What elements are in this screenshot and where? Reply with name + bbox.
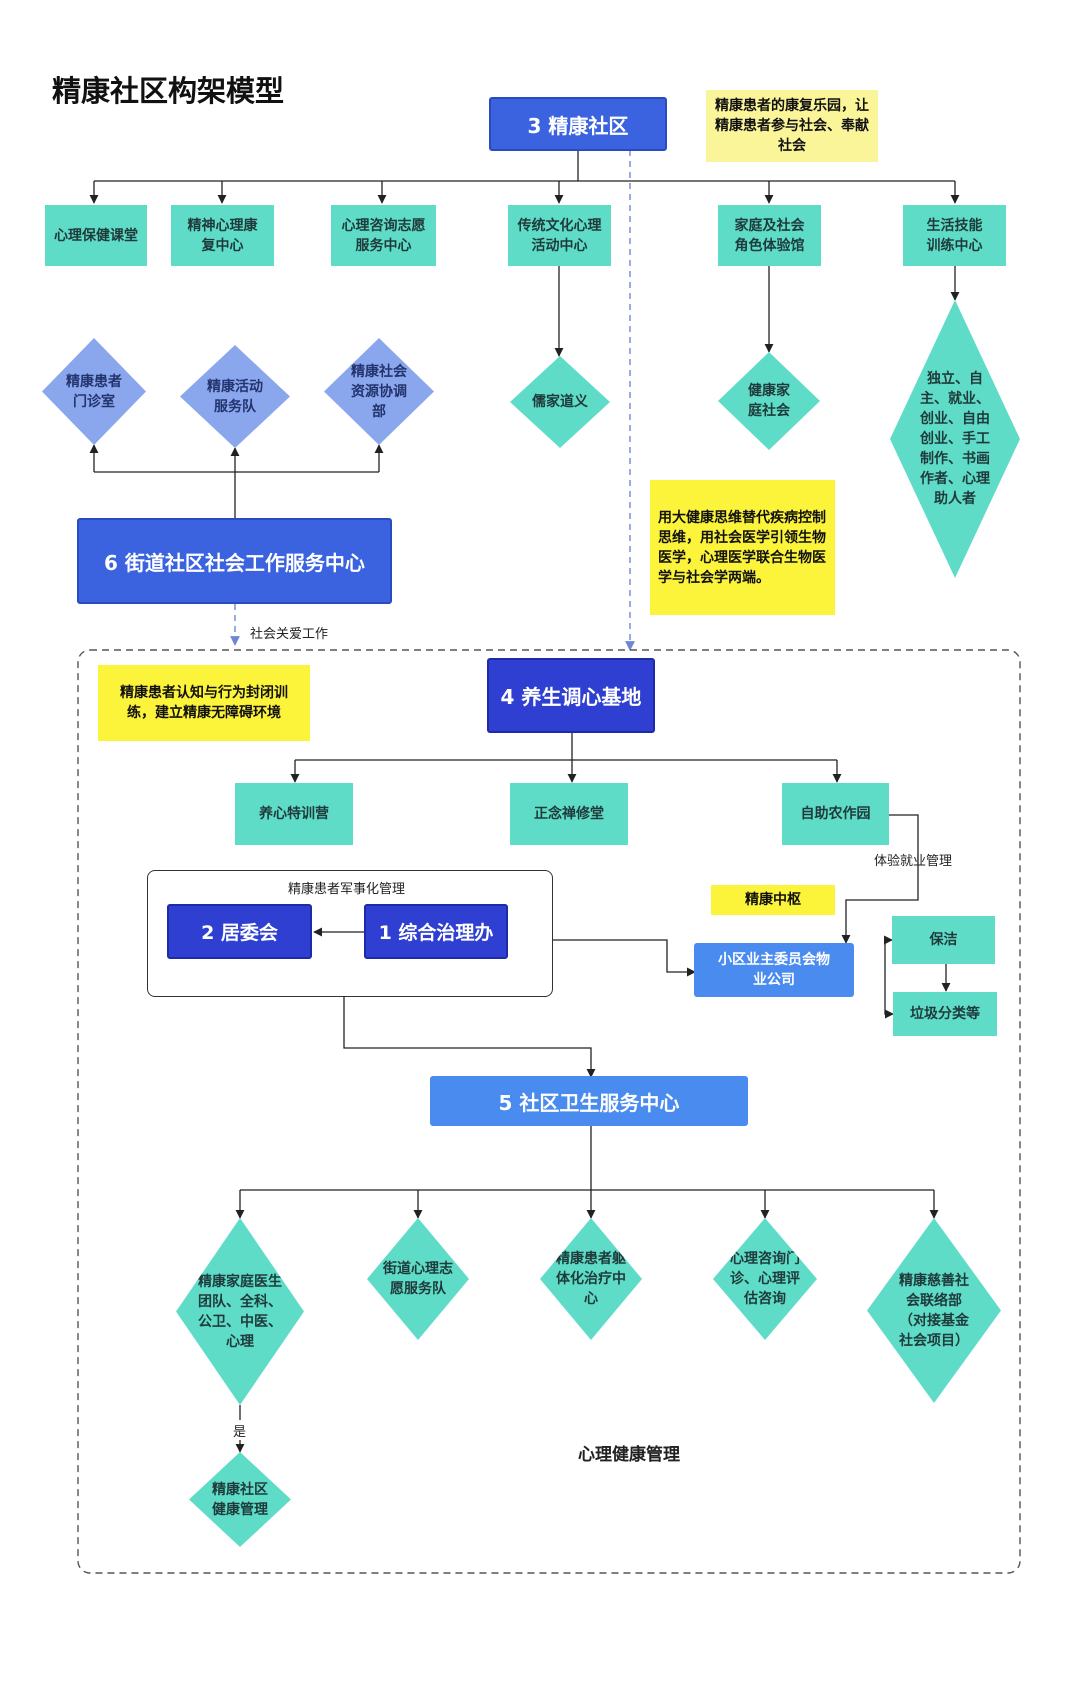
group-military-management: [147, 870, 553, 997]
node-farm-garden[interactable]: 自助农作园: [782, 783, 889, 845]
page-title: 精康社区构架模型: [52, 74, 285, 108]
node-4-wellness-base[interactable]: 4 养生调心基地: [487, 658, 655, 733]
note-closed-training: 精康患者认知与行为封闭训练，建立精康无障碍环境: [98, 665, 310, 741]
label-military-management: 精康患者军事化管理: [288, 882, 406, 897]
node-garbage-sorting[interactable]: 垃圾分类等: [893, 992, 997, 1036]
node-mental-rehab-center[interactable]: 精神心理康复中心: [171, 205, 274, 266]
node-heart-training-camp[interactable]: 养心特训营: [235, 783, 353, 845]
node-1-governance-office[interactable]: 1 综合治理办: [364, 904, 508, 959]
node-5-health-service-center[interactable]: 5 社区卫生服务中心: [430, 1076, 748, 1126]
note-hub: 精康中枢: [711, 885, 835, 915]
node-cleaning[interactable]: 保洁: [892, 916, 995, 964]
node-mental-care-class[interactable]: 心理保健课堂: [45, 205, 147, 266]
node-culture-center[interactable]: 传统文化心理活动中心: [508, 205, 611, 266]
label-job-experience: 体验就业管理: [874, 854, 953, 869]
node-2-residents-committee[interactable]: 2 居委会: [167, 904, 312, 959]
node-family-role-hall[interactable]: 家庭及社会角色体验馆: [718, 205, 821, 266]
label-mental-health-management: 心理健康管理: [578, 1445, 680, 1465]
label-yes: 是: [233, 1425, 247, 1440]
note-rehab-garden: 精康患者的康复乐园，让精康患者参与社会、奉献社会: [706, 90, 878, 162]
note-big-health: 用大健康思维替代疾病控制思维，用社会医学引领生物医学，心理医学联合生物医学与社会…: [650, 480, 835, 615]
node-6-social-work-center[interactable]: 6 街道社区社会工作服务中心: [77, 518, 392, 604]
node-mindfulness-hall[interactable]: 正念禅修堂: [510, 783, 628, 845]
node-life-skills-center[interactable]: 生活技能训练中心: [903, 205, 1006, 266]
node-counsel-volunteer-center[interactable]: 心理咨询志愿服务中心: [331, 205, 436, 266]
label-social-care: 社会关爱工作: [250, 627, 329, 642]
node-3-jingkang-community[interactable]: 3 精康社区: [489, 97, 667, 151]
node-owners-committee[interactable]: 小区业主委员会物业公司: [694, 943, 854, 997]
